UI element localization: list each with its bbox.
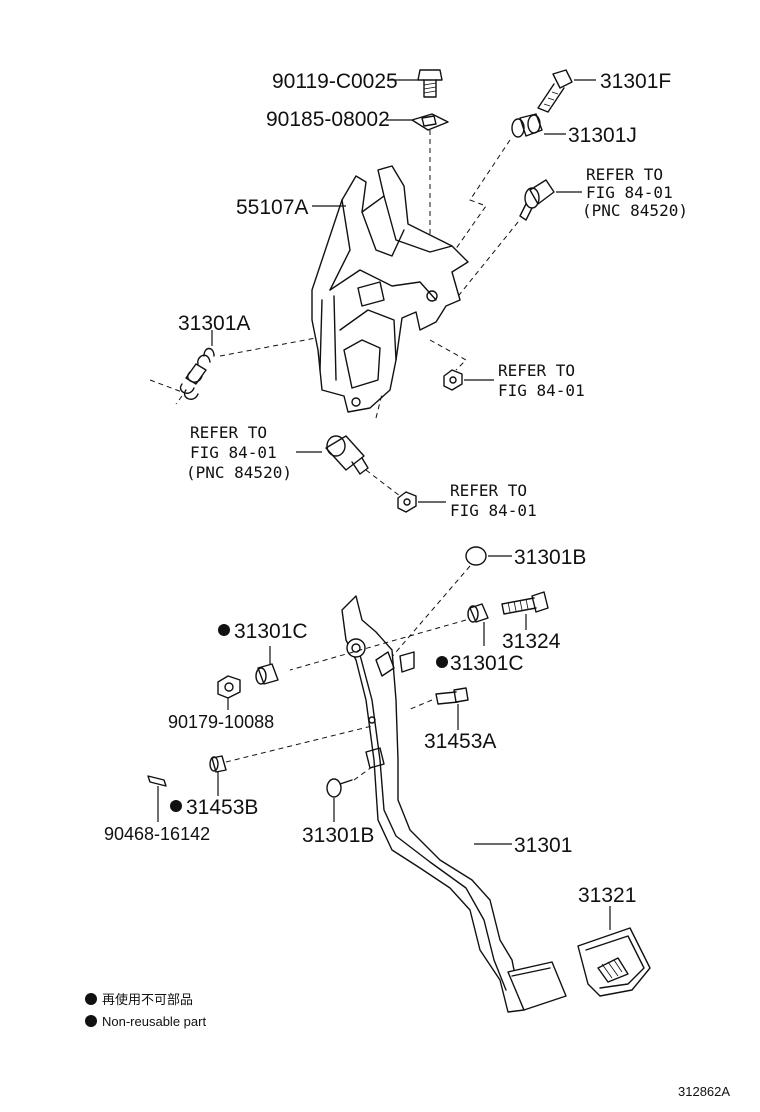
label-31301: 31301 xyxy=(514,834,572,857)
refer3-line2: FIG 84-01 xyxy=(190,443,277,462)
label-31301c-right: 31301C xyxy=(450,652,524,675)
label-31301b-bottom: 31301B xyxy=(302,824,374,847)
label-31321: 31321 xyxy=(578,884,636,907)
pedal-arm-31301 xyxy=(341,595,567,1013)
label-90185-08002: 90185-08002 xyxy=(266,108,390,131)
collar-31453b xyxy=(209,755,227,773)
nut-refer2 xyxy=(443,369,463,391)
legend-line-japanese: 再使用不可部品 xyxy=(102,992,193,1007)
nut-90179-10088 xyxy=(217,675,241,699)
switch-top-right xyxy=(519,179,555,221)
refer1-line3: (PNC 84520) xyxy=(582,201,688,220)
label-31324: 31324 xyxy=(502,630,561,653)
bolt-31301f xyxy=(537,69,573,113)
bushing-31301c-right xyxy=(467,603,489,623)
label-90179-10088: 90179-10088 xyxy=(168,712,274,732)
non-reusable-marker-31301c-left xyxy=(218,624,230,636)
refer4-line2: FIG 84-01 xyxy=(450,501,537,520)
legend-bullet-2 xyxy=(85,1015,97,1027)
refer3-line3: (PNC 84520) xyxy=(186,463,292,482)
switch-left xyxy=(325,435,369,475)
cap-31301b-top xyxy=(465,546,487,566)
nut-refer4 xyxy=(397,491,417,513)
non-reusable-marker-31453b xyxy=(170,800,182,812)
label-31301j: 31301J xyxy=(568,124,637,147)
label-31301a: 31301A xyxy=(178,312,250,335)
legend-bullet-1 xyxy=(85,993,97,1005)
nut-plate-90185-08002 xyxy=(411,113,449,131)
diagram-code: 312862A xyxy=(678,1084,730,1099)
bolt-31324 xyxy=(501,591,549,615)
label-90119-c0025: 90119-C0025 xyxy=(272,70,398,93)
pedal-pad-31321 xyxy=(577,927,651,997)
refer1-line1: REFER TO xyxy=(586,165,663,184)
stopper-31301b-bottom xyxy=(326,778,353,798)
non-reusable-marker-31301c-right xyxy=(436,656,448,668)
refer3-line1: REFER TO xyxy=(190,423,267,442)
label-55107a: 55107A xyxy=(236,196,308,219)
spring-31301a xyxy=(179,347,215,400)
refer4-line1: REFER TO xyxy=(450,481,527,500)
label-31301b-top: 31301B xyxy=(514,546,586,569)
label-90468-16142: 90468-16142 xyxy=(104,824,210,844)
legend-line-english: Non-reusable part xyxy=(102,1014,206,1029)
bushing-31301c-left xyxy=(255,663,279,685)
pedal-bracket-55107a xyxy=(311,165,469,413)
label-31453b: 31453B xyxy=(186,796,258,819)
label-31453a: 31453A xyxy=(424,730,496,753)
refer2-line2: FIG 84-01 xyxy=(498,381,585,400)
collar-31301j xyxy=(511,113,543,138)
clip-90468-16142 xyxy=(147,775,167,787)
refer1-line2: FIG 84-01 xyxy=(586,183,673,202)
label-31301f: 31301F xyxy=(600,70,671,93)
bolt-31453a xyxy=(435,687,469,705)
refer2-line1: REFER TO xyxy=(498,361,575,380)
label-31301c-left: 31301C xyxy=(234,620,308,643)
bolt-90119-c0025 xyxy=(417,69,443,98)
